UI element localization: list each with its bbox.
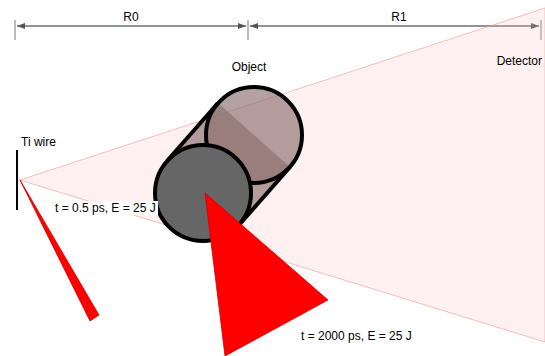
dimension-label: R1 — [391, 10, 406, 24]
pulse-label: t = 0.5 ps, E = 25 J — [53, 201, 158, 215]
detector-label: Detector — [497, 54, 542, 68]
ti-wire — [16, 150, 18, 210]
wire-label: Ti wire — [21, 135, 56, 149]
pulse-label: t = 2000 ps, E = 25 J — [299, 329, 414, 343]
dimension-label: R0 — [123, 10, 138, 24]
object-label: Object — [232, 60, 267, 74]
